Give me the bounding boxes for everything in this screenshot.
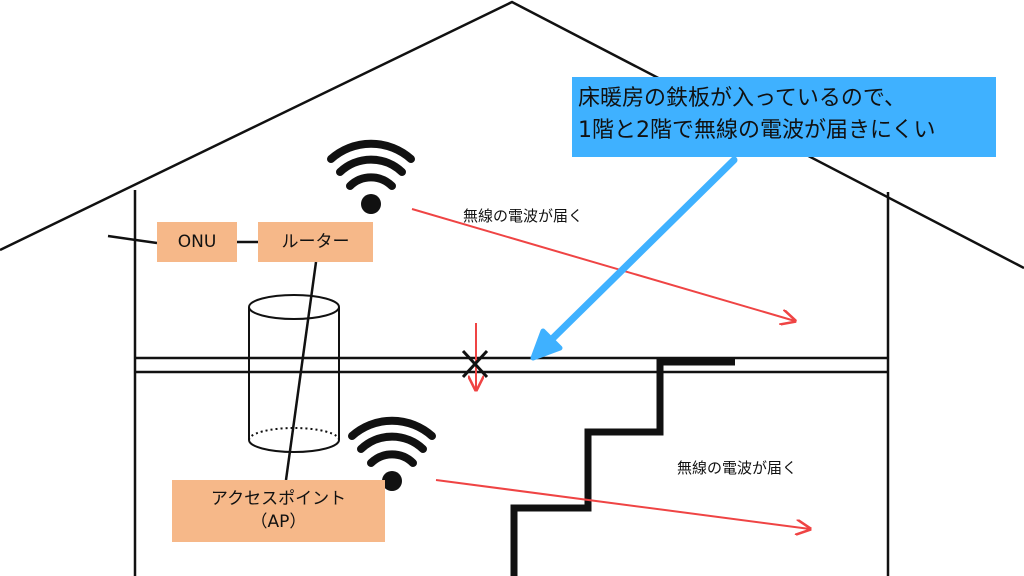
signal-note-upstairs: 無線の電波が届く (463, 207, 584, 225)
router-ap-cable (284, 261, 318, 481)
pointer-arrow (530, 156, 738, 361)
access-point-box: アクセスポイント （AP） (172, 480, 385, 542)
signal-arrow-downstairs (435, 479, 810, 529)
roof-outline (0, 0, 1024, 270)
blocked-x-mark (461, 349, 489, 379)
signal-arrow-upstairs (411, 208, 795, 321)
onu-label: ONU (177, 231, 217, 252)
staircase (510, 358, 735, 576)
external-line (107, 234, 158, 245)
callout-box: 床暖房の鉄板が入っているので、 1階と2階で無線の電波が届きにくい (572, 77, 996, 157)
wifi-icon-upstairs (327, 139, 415, 214)
onu-box: ONU (157, 222, 237, 262)
access-point-sublabel: （AP） (250, 512, 307, 532)
callout-line-2: 1階と2階で無線の電波が届きにくい (578, 117, 936, 143)
access-point-label: アクセスポイント (210, 489, 347, 510)
router-box: ルーター (258, 222, 373, 262)
cable-shaft-cylinder (248, 294, 340, 453)
signal-note-downstairs: 無線の電波が届く (677, 459, 798, 477)
callout-line-1: 床暖房の鉄板が入っているので、 (578, 86, 907, 111)
wifi-icon-downstairs (348, 416, 436, 491)
router-label: ルーター (281, 231, 350, 252)
